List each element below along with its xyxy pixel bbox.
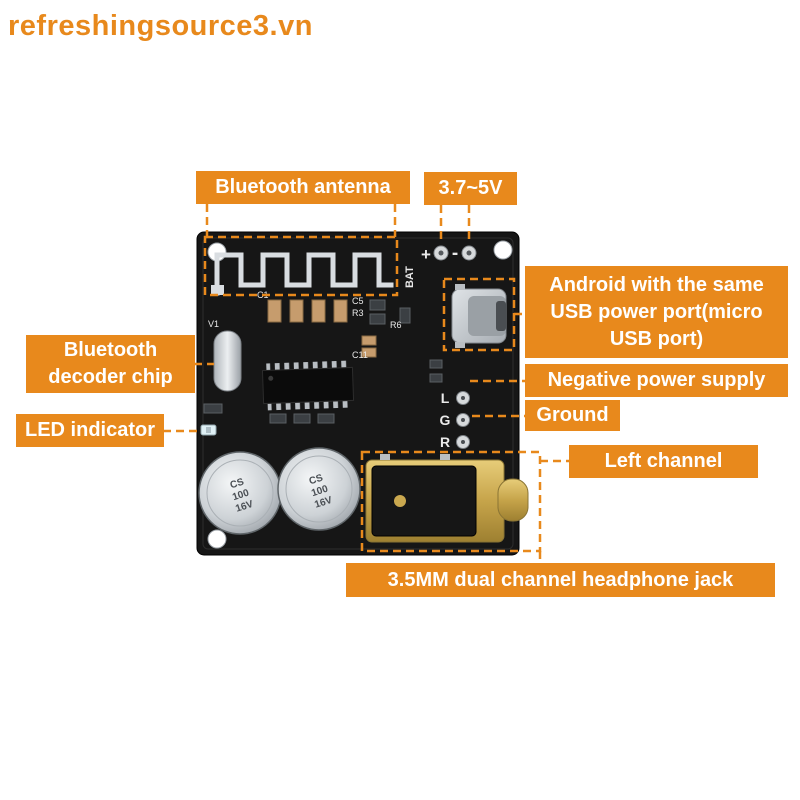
battery-terminal: + - BAT (404, 243, 477, 288)
silkscreen-r3: R3 (352, 308, 364, 318)
silkscreen-c5: C5 (352, 296, 364, 306)
main-ic-chip (261, 360, 355, 411)
audio-output-pads: L G R (440, 390, 470, 450)
callout-usb-power: Android with the same USB power port(mic… (525, 266, 788, 358)
callout-decoder-line1: Bluetooth (63, 339, 158, 361)
callout-usb-power-line1: Android with the same (549, 273, 764, 296)
callout-left-channel: Left channel (569, 445, 758, 478)
callout-headphone-jack: 3.5MM dual channel headphone jack (346, 563, 775, 597)
callout-usb-power-line3: USB port) (609, 327, 704, 350)
callout-outlines (163, 204, 569, 563)
mounting-hole (207, 529, 227, 549)
callout-usb-power-line2: USB power port(micro (550, 300, 763, 323)
led-component (200, 424, 217, 436)
cap-marking-16v: 16V (313, 495, 334, 511)
callout-negative-power: Negative power supply (525, 364, 788, 397)
cap-marking-cs: CS (229, 476, 246, 491)
crystal-oscillator: V1 (208, 319, 242, 392)
headphone-jack (365, 454, 529, 543)
callout-led-indicator: LED indicator (16, 414, 164, 447)
callout-decoder-chip: Bluetooth decoder chip (26, 335, 195, 393)
callout-ground: Ground (525, 400, 620, 431)
electrolytic-capacitor-left: CS 100 16V (198, 451, 282, 535)
silkscreen-v1: V1 (208, 319, 219, 329)
silkscreen-c11: C11 (352, 350, 368, 360)
silkscreen-r: R (440, 434, 450, 450)
bluetooth-antenna-trace (211, 252, 394, 296)
cap-marking-16v: 16V (234, 499, 255, 515)
silkscreen-minus: - (452, 243, 458, 264)
silkscreen-l: L (441, 390, 450, 406)
silkscreen-g: G (440, 412, 451, 428)
callout-outline-antenna (203, 235, 399, 297)
callout-bluetooth-antenna: Bluetooth antenna (196, 171, 410, 204)
callout-outline-jack (360, 450, 542, 553)
smd-components: C1 C5 R3 R6 C11 (203, 290, 443, 424)
cap-marking-cs: CS (308, 472, 325, 487)
mounting-hole (493, 240, 513, 260)
silkscreen-bat: BAT (404, 266, 416, 288)
callout-decoder-line2: decoder chip (48, 366, 173, 388)
electrolytic-capacitor-right: CS 100 16V (277, 447, 361, 531)
watermark-text: refreshingsource3.vn (8, 10, 313, 42)
silkscreen-r6: R6 (390, 320, 402, 330)
micro-usb-port (451, 284, 507, 348)
silkscreen-plus: + (421, 245, 431, 264)
cap-marking-100: 100 (231, 487, 251, 503)
cap-marking-100: 100 (310, 483, 330, 499)
callout-voltage: 3.7~5V (424, 172, 517, 205)
smd-capacitor-row (267, 299, 348, 323)
